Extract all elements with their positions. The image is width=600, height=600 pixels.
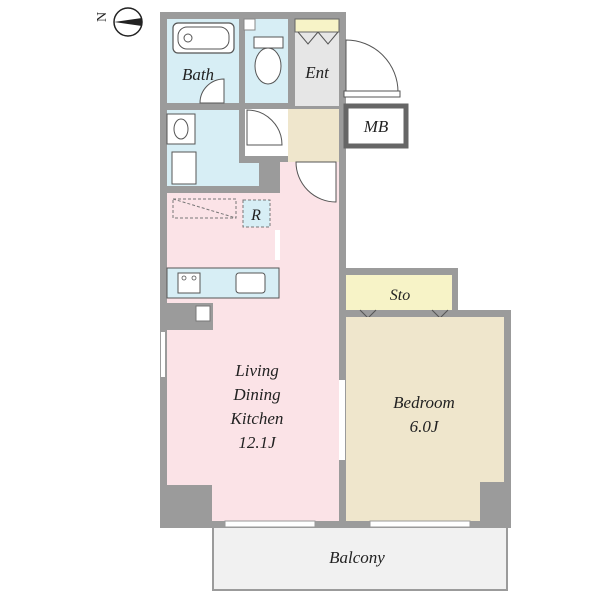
window-ldk-balcony [224, 520, 316, 528]
column-se [480, 482, 504, 521]
balcony-label: Balcony [329, 548, 385, 567]
burner-icon [191, 275, 197, 281]
burner-icon [181, 275, 187, 281]
window-kitchen [275, 230, 280, 260]
toilet-tank [253, 36, 284, 49]
bedroom-size-label: 6.0J [410, 417, 440, 436]
upper-cabinet-diagonal [172, 198, 237, 219]
balcony-area [212, 526, 508, 591]
meter-box-label: MB [363, 117, 389, 136]
sink-icon [235, 272, 266, 294]
column-sw [167, 485, 212, 521]
window-ldk-west [161, 332, 165, 377]
ldk-label-dining: Dining [232, 385, 280, 404]
ldk-label-living: Living [234, 361, 278, 380]
bath-door-swing[interactable] [199, 78, 225, 104]
bathtub-inner [177, 26, 230, 50]
closet-doors-icon [297, 31, 339, 45]
bathtub [172, 22, 235, 54]
ldk-door-swing[interactable] [295, 161, 337, 203]
stove-icon [177, 272, 201, 294]
refrigerator-space [242, 199, 271, 228]
shaft [243, 18, 256, 31]
washing-machine-pan [171, 151, 197, 185]
drain-icon [183, 33, 193, 43]
meter-box [343, 103, 409, 149]
ldk-room [167, 162, 339, 521]
entrance-label: Ent [304, 63, 330, 82]
ldk-label-kitchen: Kitchen [230, 409, 284, 428]
toilet-icon [254, 47, 282, 85]
pipe-shaft [195, 305, 211, 322]
shoe-closet [294, 18, 340, 33]
washroom-door-swing[interactable] [246, 109, 283, 146]
bedroom [346, 317, 504, 521]
storage-closet [346, 275, 452, 310]
bedroom-label: Bedroom [393, 393, 455, 412]
bath-label: Bath [182, 65, 214, 84]
entrance-hall [288, 109, 339, 162]
compass: N [95, 7, 143, 37]
opening-ldk-bedroom [339, 380, 345, 460]
window-bedroom-balcony [369, 520, 471, 528]
washroom-extension [239, 163, 259, 186]
storage-label: Sto [390, 287, 410, 304]
refrigerator-label: R [250, 207, 261, 224]
ldk-size-label: 12.1J [238, 433, 277, 452]
washbasin-icon [173, 118, 189, 140]
compass-needle-icon [114, 18, 142, 26]
front-door-swing[interactable] [345, 39, 399, 93]
compass-north-label: N [95, 12, 110, 22]
front-door-step [343, 90, 401, 98]
